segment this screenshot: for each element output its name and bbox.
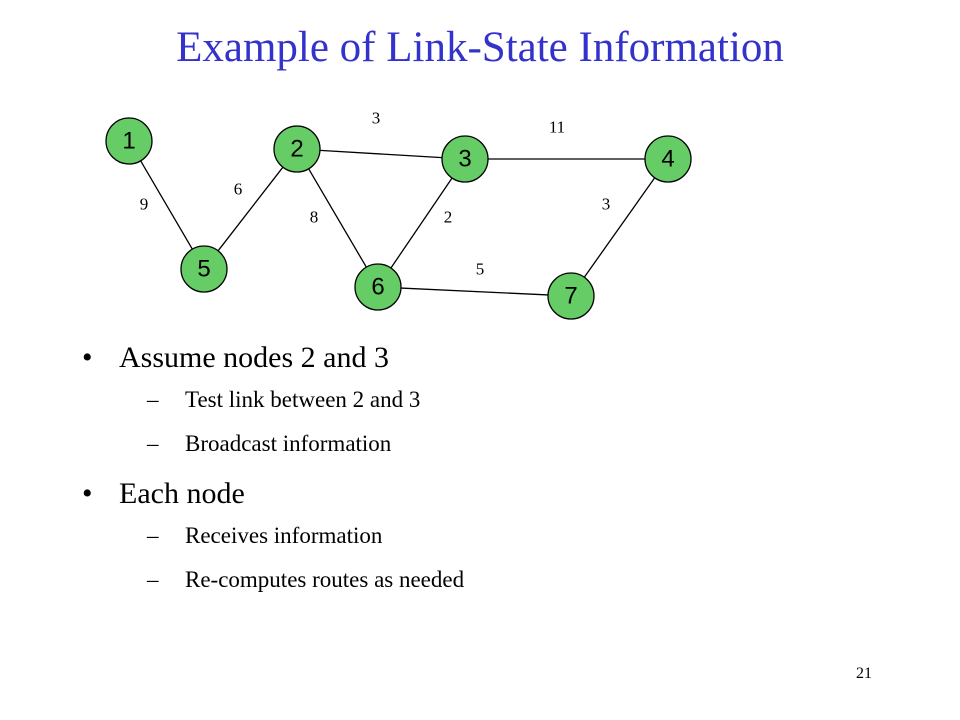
node-label: 1 (122, 128, 135, 155)
links-layer (140, 149, 656, 296)
link-cost-1-5: 9 (140, 195, 149, 214)
link-5-2 (217, 166, 284, 252)
node-circle (273, 125, 321, 173)
link-cost-2-3: 3 (372, 109, 381, 128)
link-cost-2-6: 8 (310, 208, 319, 227)
link-cost-3-4: 11 (549, 118, 565, 137)
node-label: 2 (290, 136, 303, 163)
node-6: 6 (354, 263, 402, 311)
sub-item-marker: – (147, 523, 159, 548)
node-label: 6 (371, 274, 384, 301)
link-cost-5-2: 6 (234, 180, 243, 199)
node-circle (105, 117, 153, 165)
sub-item-marker: – (147, 431, 159, 456)
bullet-text: Assume nodes 2 and 3 (119, 341, 389, 374)
link-costs-layer: 9 6 3 8 2 11 3 5 (140, 109, 611, 279)
node-3: 3 (441, 135, 489, 183)
node-label: 3 (458, 146, 471, 173)
node-label: 7 (564, 283, 577, 310)
bullet-list: • Assume nodes 2 and 3 – Test link betwe… (82, 338, 464, 610)
link-1-5 (140, 160, 193, 250)
network-diagram: 9 6 3 8 2 11 3 5 1 2 3 4 5 6 7 (105, 109, 692, 320)
node-5: 5 (180, 245, 228, 293)
sub-item: – Re-computes routes as needed (147, 566, 464, 593)
sub-item-marker: – (147, 567, 159, 592)
node-1: 1 (105, 117, 153, 165)
link-2-6 (308, 168, 367, 268)
sub-item: – Receives information (147, 522, 464, 549)
slide-title: Example of Link-State Information (176, 24, 784, 71)
sub-item: – Broadcast information (147, 430, 464, 457)
sub-item-text: Broadcast information (185, 431, 392, 456)
sub-item-text: Re-computes routes as needed (185, 567, 465, 592)
link-3-6 (390, 177, 453, 269)
bullet-marker: • (82, 341, 93, 374)
link-cost-6-7: 5 (476, 260, 485, 279)
node-circle (547, 272, 595, 320)
node-2: 2 (273, 125, 321, 173)
link-4-7 (583, 177, 656, 278)
node-label: 5 (197, 256, 210, 283)
sub-item-marker: – (147, 387, 159, 412)
node-circle (644, 135, 692, 183)
bullet-item: • Assume nodes 2 and 3 – Test link betwe… (82, 338, 464, 457)
node-circle (441, 135, 489, 183)
link-cost-4-7: 3 (602, 195, 611, 214)
sub-list: – Test link between 2 and 3 – Broadcast … (82, 386, 464, 457)
bullet-marker: • (82, 477, 93, 510)
link-cost-3-6: 2 (444, 208, 453, 227)
node-7: 7 (547, 272, 595, 320)
sub-item-text: Receives information (185, 523, 383, 548)
bullet-item: • Each node – Receives information – Re-… (82, 474, 464, 593)
link-6-7 (400, 287, 549, 296)
nodes-layer: 1 2 3 4 5 6 7 (105, 117, 692, 320)
sub-item-text: Test link between 2 and 3 (185, 387, 421, 412)
sub-list: – Receives information – Re-computes rou… (82, 522, 464, 593)
node-4: 4 (644, 135, 692, 183)
node-label: 4 (661, 146, 674, 173)
link-2-3 (319, 149, 443, 159)
node-circle (354, 263, 402, 311)
slide-number: 21 (856, 665, 872, 682)
sub-item: – Test link between 2 and 3 (147, 386, 464, 413)
bullet-text: Each node (119, 477, 245, 510)
node-circle (180, 245, 228, 293)
